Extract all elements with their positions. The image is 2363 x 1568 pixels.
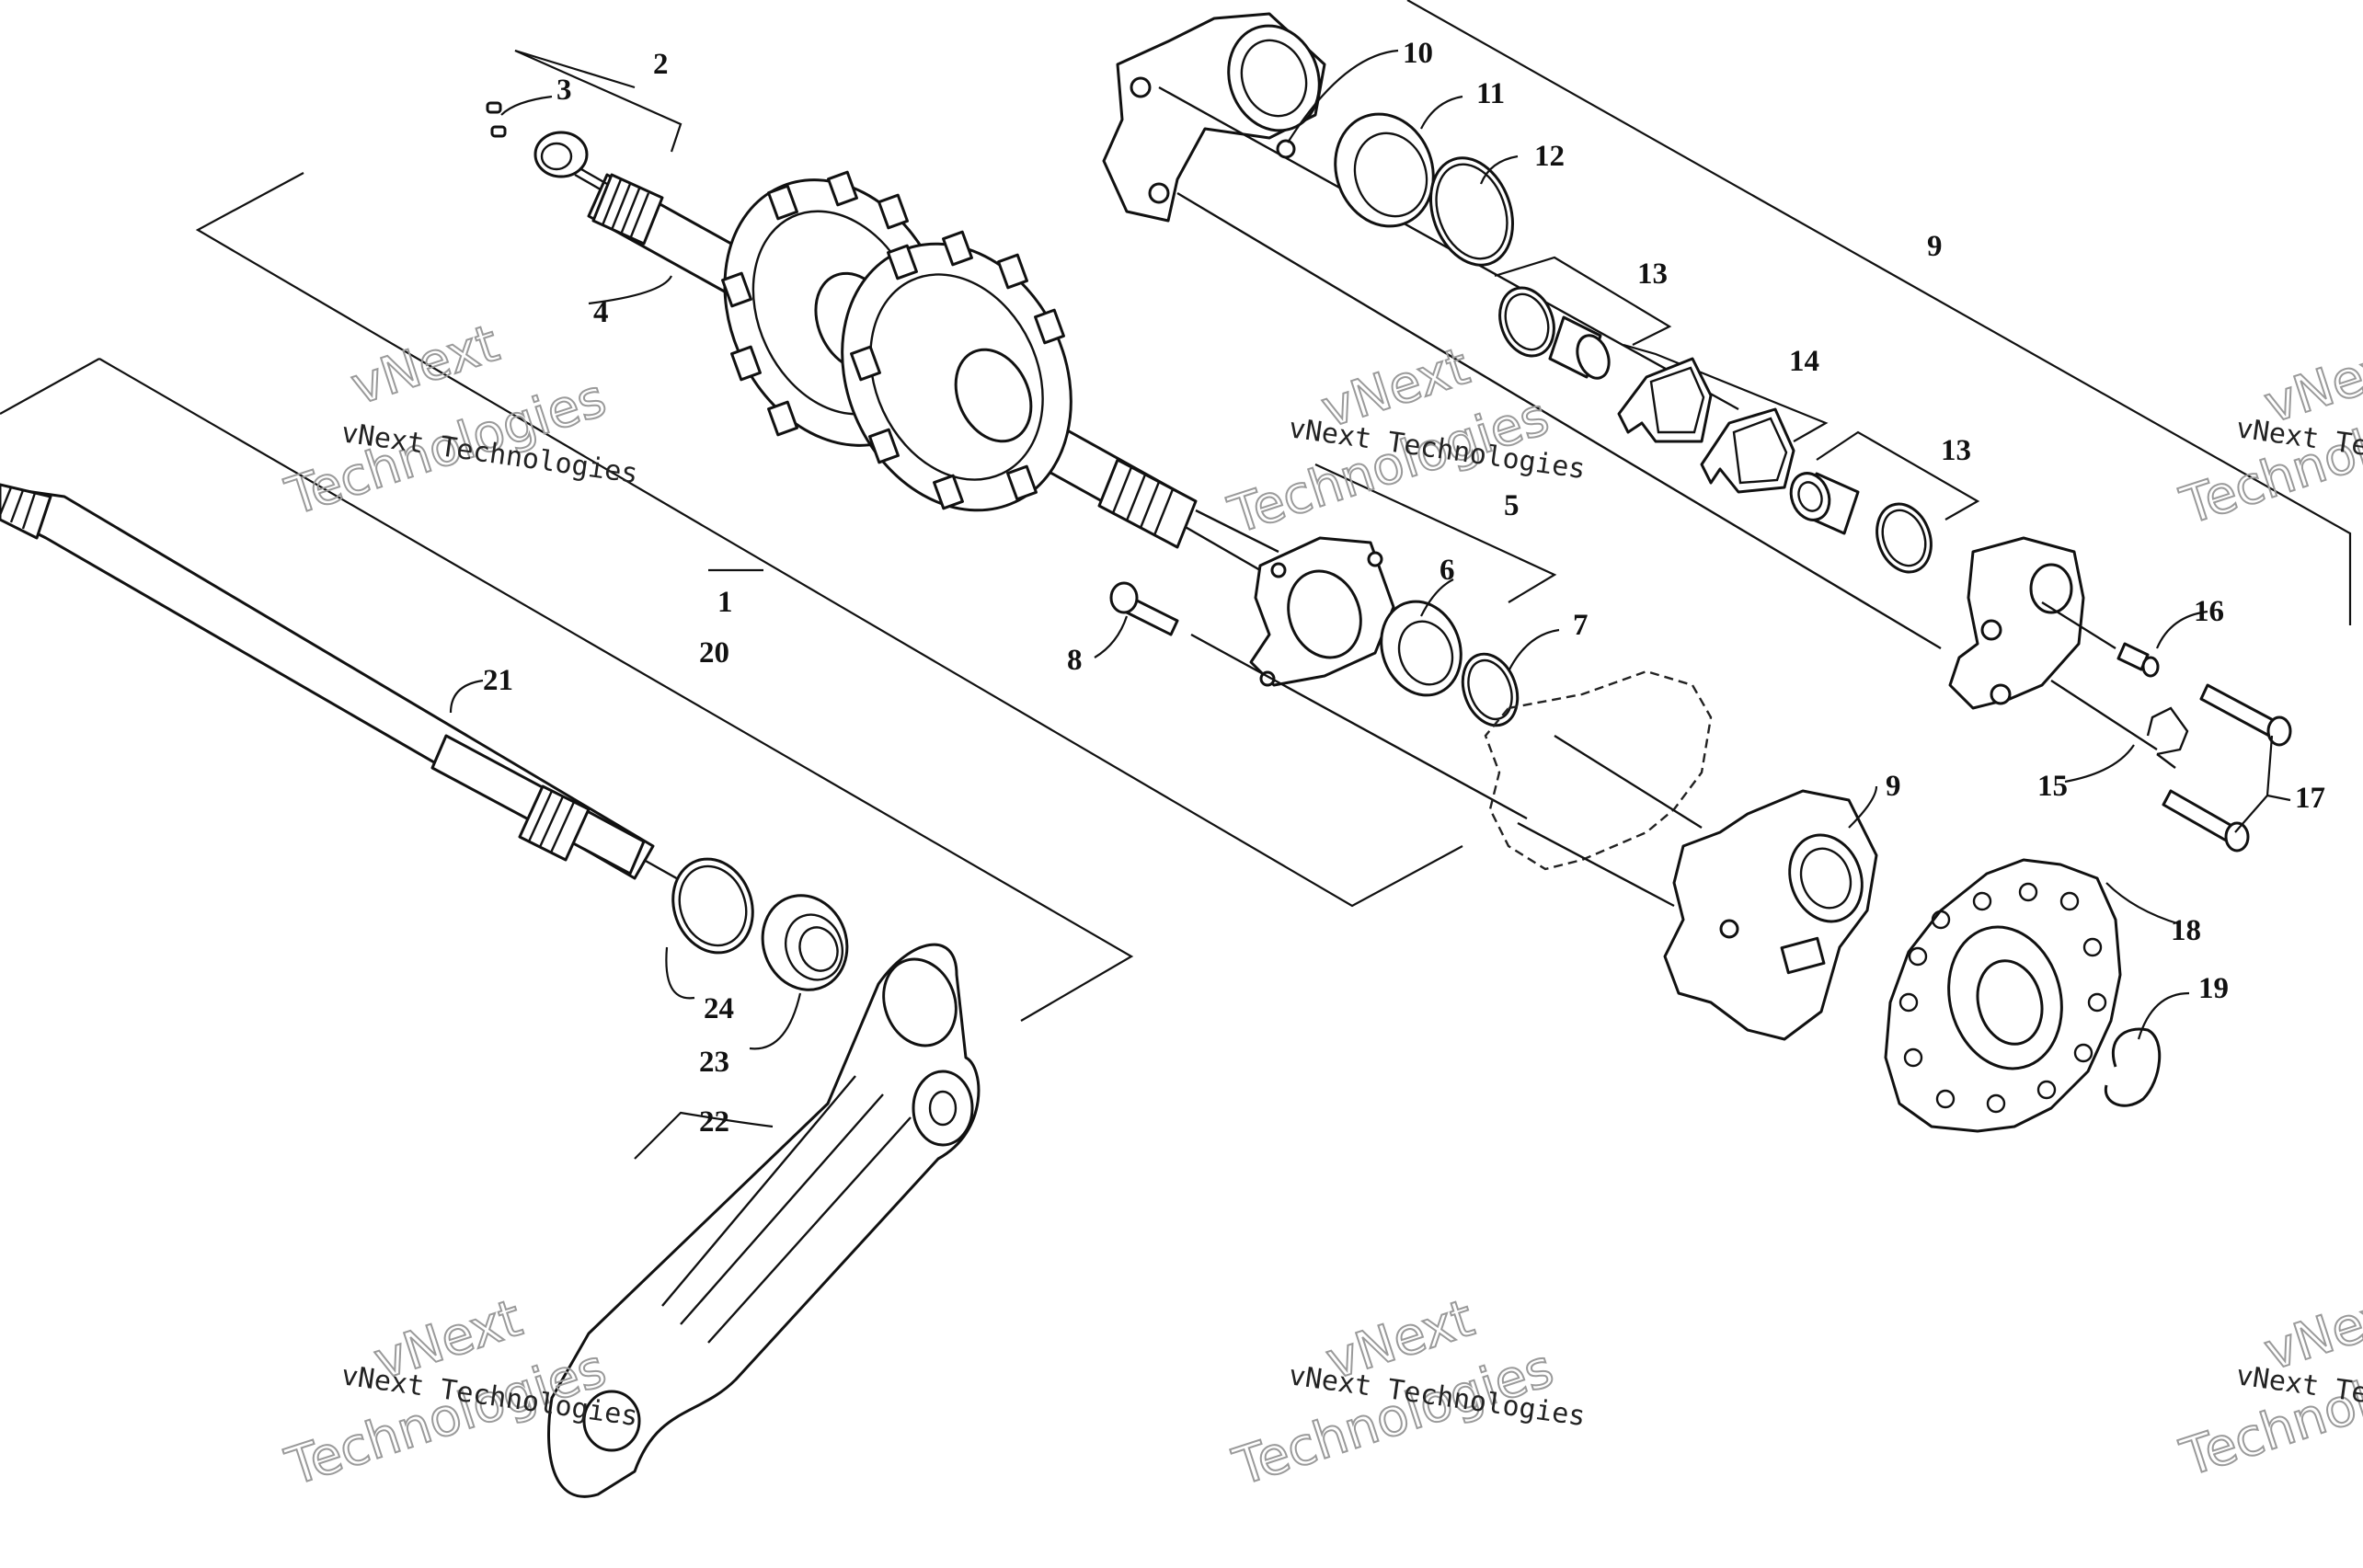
drive-shaft-sprocket-assembly	[574, 170, 1381, 641]
callout-3: 3	[556, 74, 572, 107]
callout-8: 8	[1067, 644, 1083, 677]
group-bracket-13-lower	[1816, 430, 1980, 521]
group-bracket-14	[1623, 343, 1829, 442]
bearing-flange-5	[1195, 509, 1395, 687]
watermark-bottom-right: vNext Technologies vNext Technologies	[2173, 1278, 2363, 1490]
group-bracket-20	[0, 358, 1134, 1022]
callout-15: 15	[2037, 770, 2068, 803]
o-ring-24	[671, 857, 754, 955]
pin-clip-15	[2050, 679, 2189, 769]
watermark-top-left: vNext Technologies vNext Technologies	[278, 313, 639, 529]
group-bracket-13-upper	[1494, 256, 1672, 346]
spline-right	[1111, 466, 1175, 536]
bleeder-screw-16	[2041, 601, 2160, 678]
piston-13-upper	[1548, 315, 1611, 380]
callout-12: 12	[1534, 140, 1565, 173]
caliper-housing-lower	[1663, 789, 1878, 1041]
callout-9-upper: 9	[1927, 230, 1943, 263]
shaft-20-spline	[0, 486, 37, 530]
group-bracket-5	[1314, 464, 1557, 603]
disc-holes	[1898, 882, 2107, 1114]
callout-10: 10	[1403, 37, 1433, 70]
callout-20: 20	[699, 636, 729, 670]
bearing-housing-arm-22	[547, 943, 981, 1498]
callout-23: 23	[699, 1046, 729, 1079]
callout-1: 1	[717, 586, 733, 619]
callout-2: 2	[653, 48, 669, 81]
callout-numbers: 2 3 4 1 20 21 24 23 22 5 6 7 8 10 11 12 …	[483, 37, 2325, 1139]
brake-pad-14b	[1700, 407, 1795, 494]
callout-21: 21	[483, 664, 513, 697]
callout-18: 18	[2171, 914, 2201, 947]
callout-14: 14	[1789, 345, 1819, 378]
callout-24: 24	[704, 992, 734, 1025]
watermark-top-right: vNext Technologies vNext Technologies	[2173, 331, 2363, 538]
callout-4: 4	[593, 296, 609, 329]
piston-13-lower	[1789, 472, 1860, 535]
group-bracket-2	[514, 49, 683, 153]
bolt-17-upper	[2199, 683, 2292, 747]
seal-13-lower	[1875, 502, 1933, 574]
callout-9-lower: 9	[1886, 770, 1901, 803]
watermark-bottom-middle: vNext Technologies vNext Technologies	[1225, 1288, 1587, 1499]
bushing-3	[486, 101, 608, 186]
circlip-19	[2104, 1027, 2162, 1107]
shaft-21-spline	[527, 790, 576, 853]
group-bracket-9	[1406, 0, 2352, 625]
bearing-23	[761, 894, 849, 991]
callout-17: 17	[2295, 782, 2325, 815]
shaft-21	[430, 734, 718, 903]
brake-disc-18	[1884, 858, 2122, 1133]
o-ring-10	[1276, 139, 1296, 159]
callout-7: 7	[1573, 609, 1589, 642]
bearing-6	[1380, 600, 1463, 697]
callout-13-upper: 13	[1637, 258, 1668, 291]
bolt-17-lower	[2162, 789, 2250, 853]
callout-11: 11	[1476, 77, 1505, 110]
snap-ring-7	[1461, 652, 1520, 727]
sprocket-1-teeth	[721, 170, 909, 437]
callout-13-lower: 13	[1941, 434, 1971, 467]
callout-16: 16	[2194, 595, 2224, 628]
snap-ring-12	[1429, 156, 1514, 267]
spline-left	[601, 178, 650, 240]
watermark-top-middle: vNext Technologies vNext Technologies	[1221, 336, 1587, 547]
caliper-half-right	[1948, 536, 2085, 710]
callout-5: 5	[1504, 489, 1520, 522]
callout-6: 6	[1440, 554, 1455, 587]
seal-13-upper	[1498, 286, 1555, 358]
leader-lines	[449, 49, 2291, 1160]
callout-19: 19	[2198, 972, 2229, 1005]
sprocket-2-teeth	[850, 230, 1065, 510]
brake-pad-14a	[1617, 357, 1713, 443]
backing-plate	[1484, 670, 1713, 908]
callout-22: 22	[699, 1105, 729, 1139]
group-bracket-1	[195, 172, 1463, 908]
caliper-housing-upper	[1102, 12, 1942, 650]
bearing-11	[1334, 112, 1435, 228]
bolt-8	[1109, 581, 1528, 820]
